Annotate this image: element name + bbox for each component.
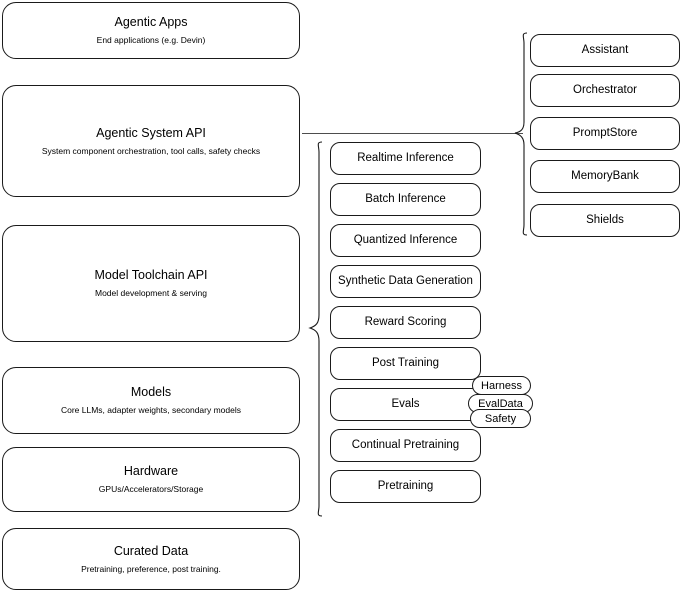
system-item-shields[interactable]: Shields <box>530 204 680 237</box>
toolchain-item-label: Synthetic Data Generation <box>338 275 473 288</box>
toolchain-item-evals[interactable]: Evals <box>330 388 481 421</box>
layer-title: Model Toolchain API <box>94 268 208 283</box>
toolchain-item-synthetic-data-generation[interactable]: Synthetic Data Generation <box>330 265 481 298</box>
toolchain-item-label: Post Training <box>371 357 440 370</box>
eval-subitem-harness[interactable]: Harness <box>472 376 531 395</box>
layer-box-agentic-system-api[interactable]: Agentic System API System component orch… <box>2 85 300 197</box>
toolchain-item-batch-inference[interactable]: Batch Inference <box>330 183 481 216</box>
eval-subitem-label: EvalData <box>478 397 523 410</box>
layer-title: Models <box>130 385 172 400</box>
system-item-label: Orchestrator <box>573 84 637 97</box>
toolchain-item-label: Evals <box>391 398 420 411</box>
layer-title: Agentic System API <box>96 125 206 140</box>
toolchain-item-label: Quantized Inference <box>353 234 458 247</box>
system-item-label: Shields <box>586 214 624 227</box>
layer-box-models[interactable]: Models Core LLMs, adapter weights, secon… <box>2 367 300 434</box>
toolchain-item-label: Realtime Inference <box>357 152 454 165</box>
eval-subitem-label: Harness <box>481 379 522 392</box>
system-item-assistant[interactable]: Assistant <box>530 34 680 67</box>
system-item-orchestrator[interactable]: Orchestrator <box>530 74 680 107</box>
system-item-label: MemoryBank <box>571 170 639 183</box>
toolchain-item-reward-scoring[interactable]: Reward Scoring <box>330 306 481 339</box>
system-item-memorybank[interactable]: MemoryBank <box>530 160 680 193</box>
eval-subitem-label: Safety <box>484 412 517 425</box>
bracket-system-components-group <box>514 32 528 236</box>
bracket-toolchain-group <box>308 141 323 517</box>
layer-title: Hardware <box>123 464 179 479</box>
connector-system-api-to-components <box>302 133 523 134</box>
layer-subtitle: Model development & serving <box>95 288 207 298</box>
toolchain-item-quantized-inference[interactable]: Quantized Inference <box>330 224 481 257</box>
toolchain-item-post-training[interactable]: Post Training <box>330 347 481 380</box>
eval-subitem-safety[interactable]: Safety <box>470 409 531 428</box>
layer-box-agentic-apps[interactable]: Agentic Apps End applications (e.g. Devi… <box>2 2 300 59</box>
layer-title: Curated Data <box>113 543 189 558</box>
layer-box-curated-data[interactable]: Curated Data Pretraining, preference, po… <box>2 528 300 590</box>
layer-subtitle: System component orchestration, tool cal… <box>41 145 261 156</box>
toolchain-item-realtime-inference[interactable]: Realtime Inference <box>330 142 481 175</box>
toolchain-item-label: Reward Scoring <box>364 316 447 329</box>
layer-subtitle: End applications (e.g. Devin) <box>96 35 206 45</box>
layer-subtitle: Core LLMs, adapter weights, secondary mo… <box>60 405 241 415</box>
layer-subtitle: Pretraining, preference, post training. <box>81 563 221 574</box>
toolchain-item-pretraining[interactable]: Pretraining <box>330 470 481 503</box>
toolchain-item-label: Pretraining <box>377 480 434 493</box>
toolchain-item-continual-pretraining[interactable]: Continual Pretraining <box>330 429 481 462</box>
system-item-label: Assistant <box>581 44 629 57</box>
system-item-promptstore[interactable]: PromptStore <box>530 117 680 150</box>
toolchain-item-label: Batch Inference <box>365 193 446 206</box>
toolchain-item-label: Continual Pretraining <box>351 439 460 452</box>
layer-title: Agentic Apps <box>114 15 188 30</box>
system-item-label: PromptStore <box>572 127 638 140</box>
layer-box-hardware[interactable]: Hardware GPUs/Accelerators/Storage <box>2 447 300 512</box>
layer-subtitle: GPUs/Accelerators/Storage <box>98 484 204 494</box>
layer-box-model-toolchain-api[interactable]: Model Toolchain API Model development & … <box>2 225 300 342</box>
